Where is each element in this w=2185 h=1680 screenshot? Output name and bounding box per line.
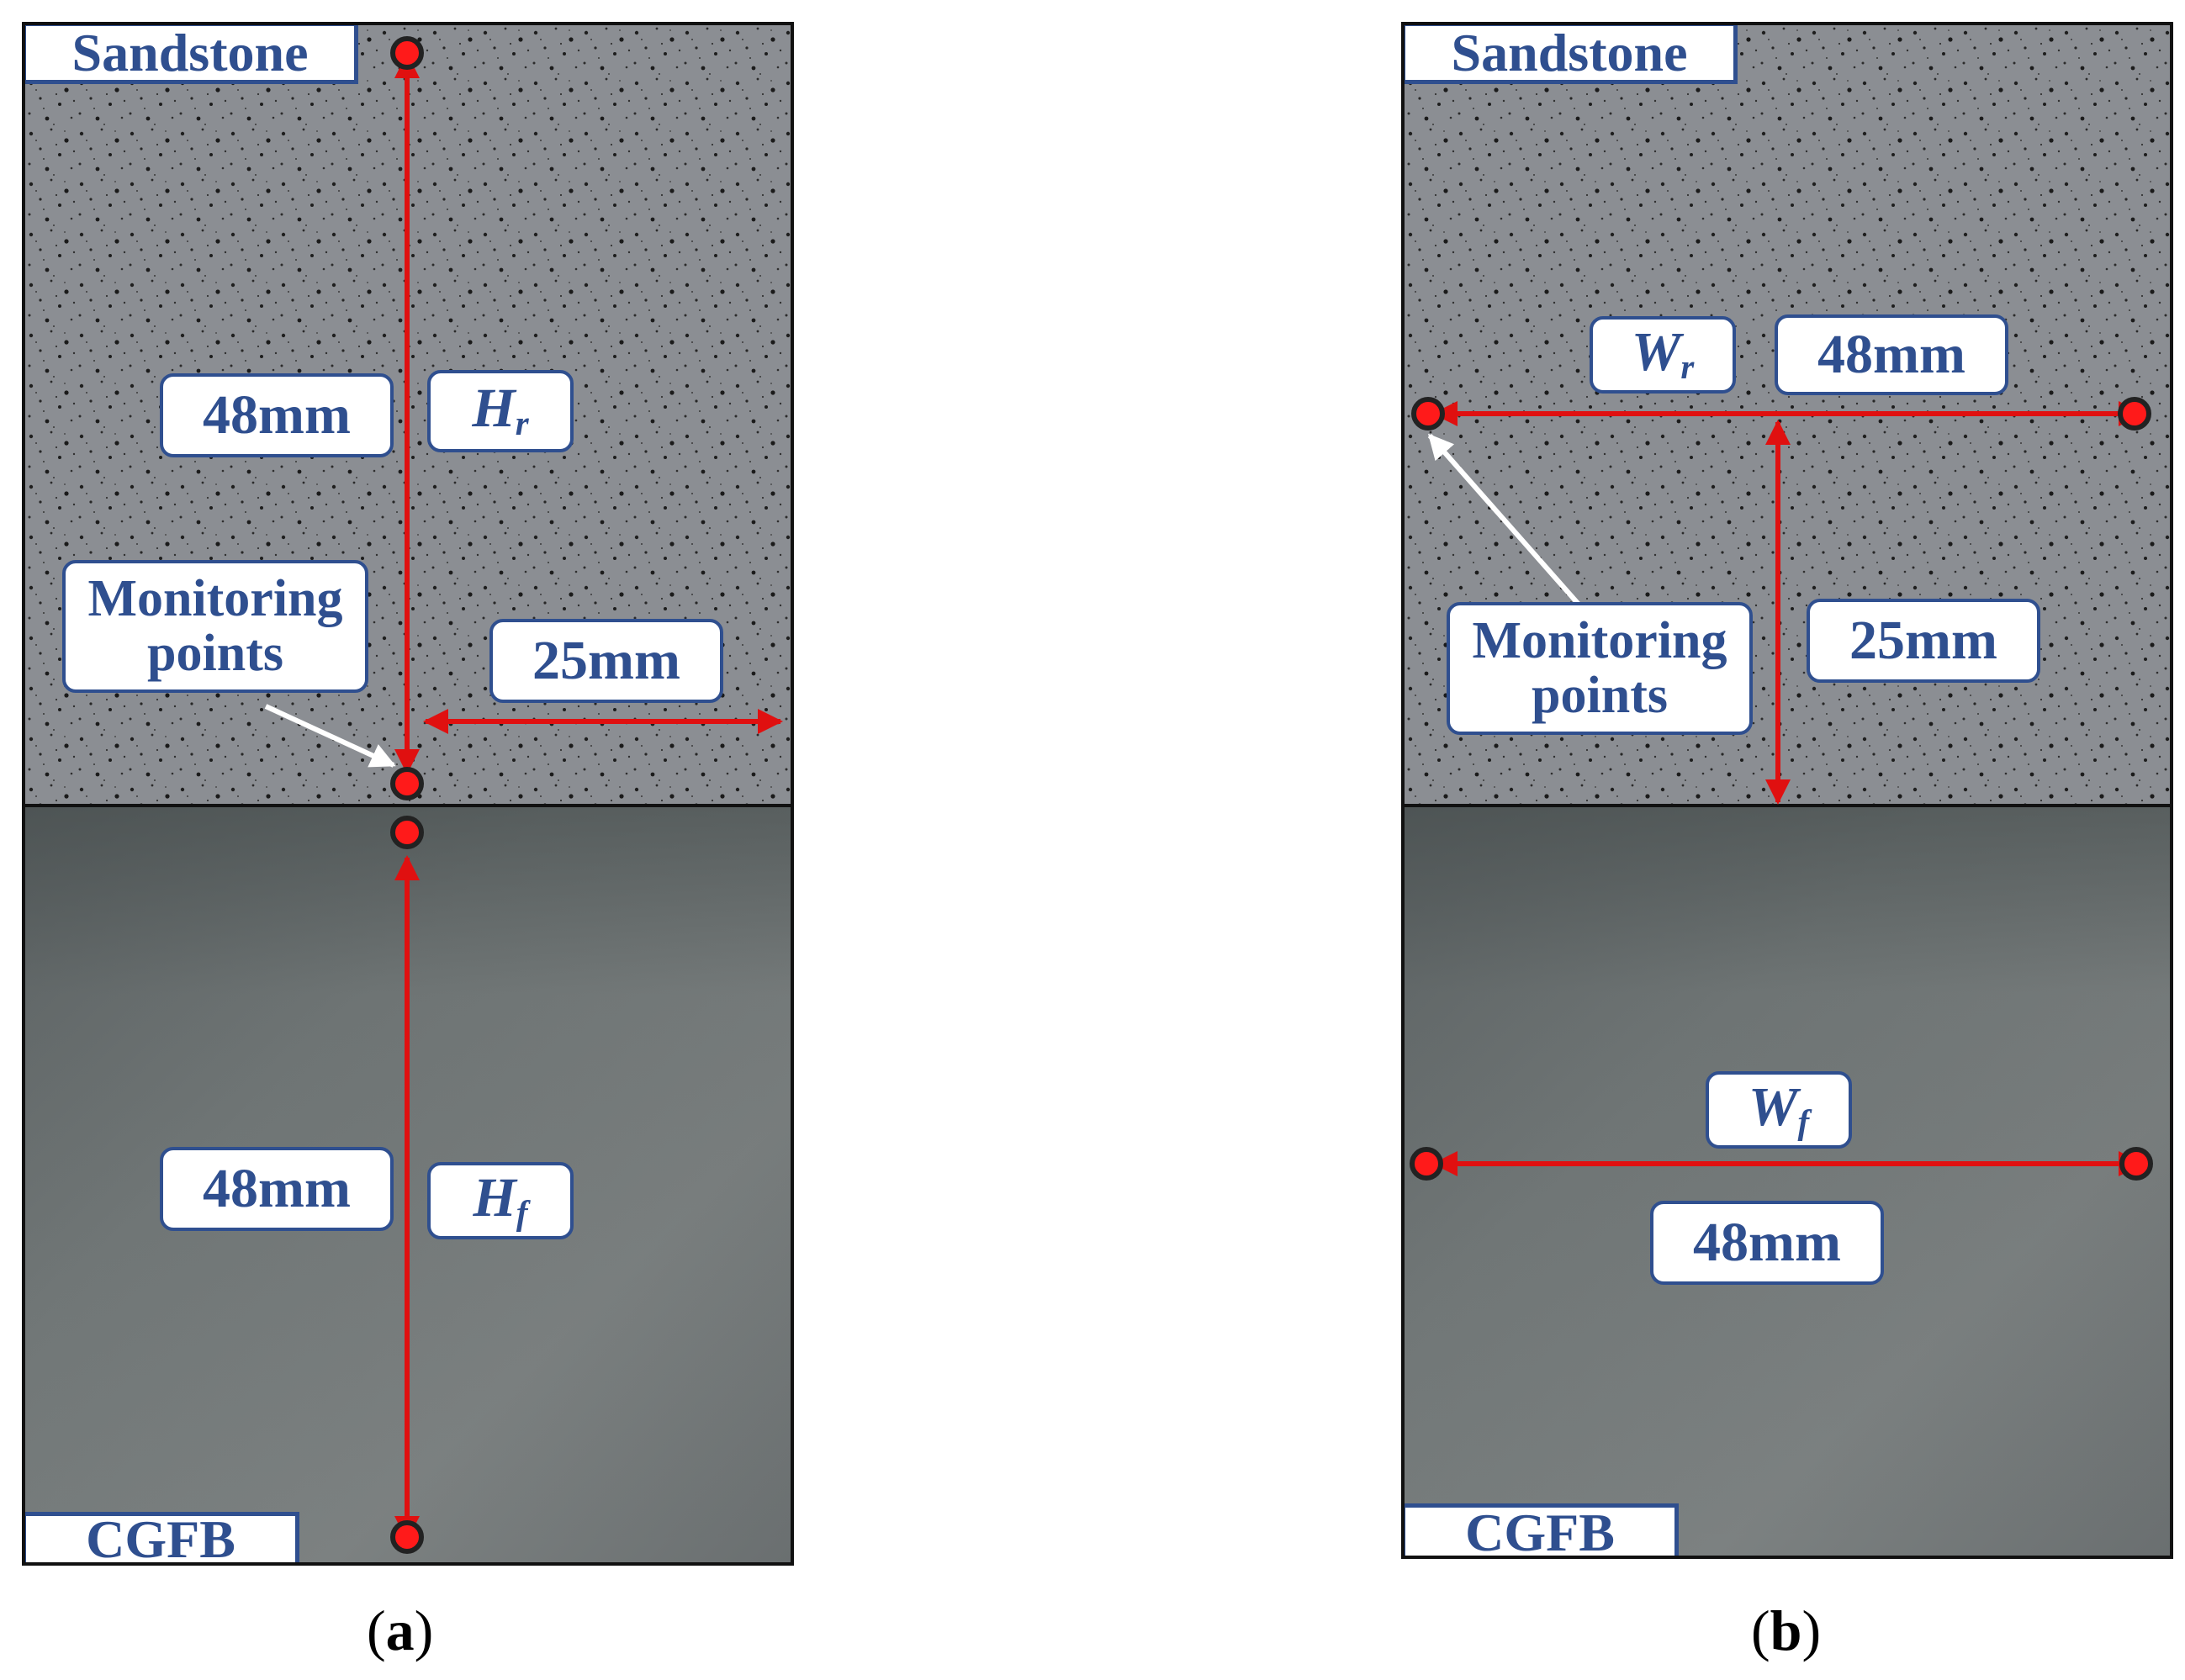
interface-line: [1405, 804, 2170, 807]
width-top-value-label: 48mm: [1775, 314, 2008, 395]
caption-a-close: ): [414, 1598, 434, 1662]
monitoring-pointer: [1427, 433, 1584, 609]
interface-line: [25, 804, 791, 807]
caption-a-open: (: [367, 1598, 386, 1662]
wr-base: W: [1631, 320, 1681, 383]
hf-symbol-label: Hf: [427, 1162, 574, 1239]
cgfb-tag: CGFB: [1405, 1503, 1679, 1556]
cgfb-tag: CGFB: [25, 1512, 299, 1562]
sandstone-tag: Sandstone: [1405, 25, 1738, 84]
wr-sub: r: [1680, 348, 1695, 387]
hr-symbol-label: Hr: [427, 370, 574, 452]
hr-sub: r: [515, 404, 529, 443]
monitoring-pointer: [264, 704, 396, 768]
caption-b-open: (: [1751, 1598, 1770, 1662]
monitoring-point: [1410, 1147, 1443, 1181]
width-bottom-value-label: 48mm: [1650, 1201, 1884, 1285]
depth-value-label: 25mm: [1807, 599, 2040, 683]
monitoring-point: [2118, 397, 2151, 431]
caption-a-letter: a: [385, 1598, 415, 1662]
caption-b-letter: b: [1770, 1598, 1802, 1662]
monitoring-point: [390, 1520, 424, 1554]
hf-sub: f: [516, 1194, 528, 1233]
panel-b-drawing: [1405, 25, 2170, 1556]
monitoring-point: [2119, 1147, 2153, 1181]
monitoring-line1: Monitoring: [1472, 611, 1727, 669]
caption-b-close: ): [1801, 1598, 1822, 1662]
wf-base: W: [1748, 1075, 1798, 1138]
caption-b: (b): [1751, 1598, 1821, 1664]
sandstone-tag: Sandstone: [25, 25, 358, 84]
caption-a: (a): [367, 1598, 433, 1664]
hr-base: H: [472, 377, 516, 439]
height-top-value-label: 48mm: [160, 373, 394, 457]
wr-symbol-label: Wr: [1590, 316, 1736, 394]
monitoring-point: [390, 767, 424, 800]
panel-b: Sandstone CGFB Wr 48mm Monitoring points…: [1401, 22, 2173, 1559]
monitoring-line1: Monitoring: [87, 569, 343, 627]
monitoring-line2: points: [147, 625, 283, 682]
panel-a-drawing: [25, 25, 791, 1562]
monitoring-points-label: Monitoring points: [62, 560, 368, 693]
monitoring-point: [1411, 397, 1445, 431]
wf-sub: f: [1797, 1103, 1810, 1142]
height-bottom-value-label: 48mm: [160, 1147, 394, 1231]
panel-a: Sandstone CGFB 48mm Hr Monitoring points…: [22, 22, 794, 1566]
monitoring-points-label: Monitoring points: [1447, 602, 1753, 735]
hf-base: H: [473, 1166, 516, 1228]
monitoring-line2: points: [1532, 667, 1668, 724]
wf-symbol-label: Wf: [1706, 1071, 1852, 1149]
monitoring-point: [390, 36, 424, 70]
offset-value-label: 25mm: [489, 619, 723, 703]
monitoring-point: [390, 816, 424, 849]
